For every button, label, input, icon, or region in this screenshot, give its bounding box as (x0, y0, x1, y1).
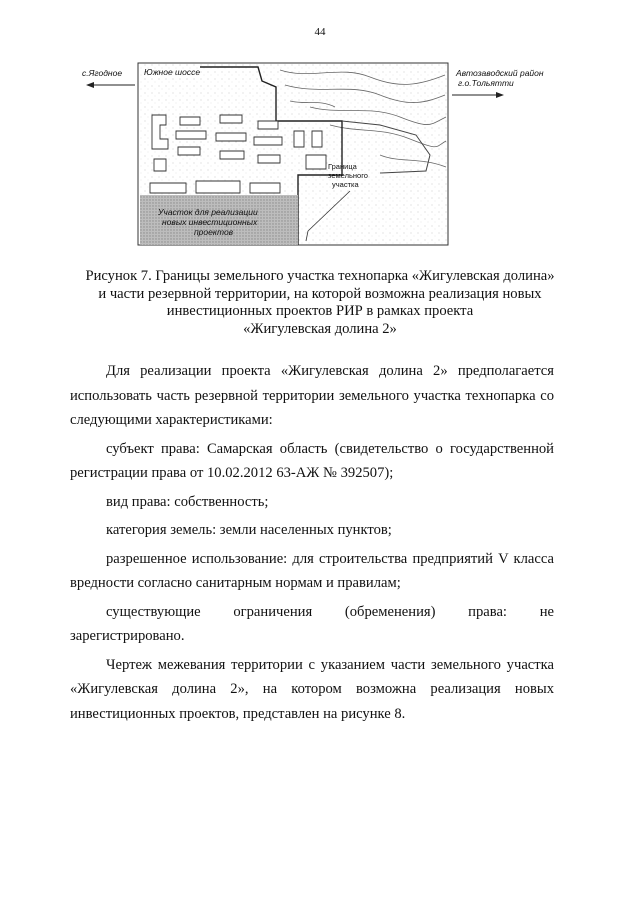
body-text: Для реализации проекта «Жигулевская доли… (70, 359, 554, 726)
figure-caption: Рисунок 7. Границы земельного участка те… (60, 268, 580, 338)
arrow-left-head (86, 82, 94, 88)
label-boundary-line-2: земельного (328, 171, 368, 180)
terrain-contours (279, 69, 447, 168)
boundary-leader-2 (305, 230, 309, 242)
caption-line-3: инвестиционных проектов РИР в рамках про… (166, 303, 474, 319)
paragraph-right-subject: субъект права: Самарская область (свидет… (70, 440, 554, 482)
label-boundary-line-1: Граница (328, 162, 358, 171)
plot-boundary-line-right (341, 120, 431, 174)
label-boundary-line-3: участка (332, 180, 359, 189)
label-yagodnoe: с.Ягодное (82, 68, 122, 78)
arrow-right-head (496, 92, 504, 98)
label-south-highway: Южное шоссе (144, 67, 200, 77)
caption-line-1: Рисунок 7. Границы земельного участка те… (85, 268, 555, 284)
label-avtozavodsky: Автозаводский район (455, 68, 544, 78)
boundary-leader (307, 190, 351, 232)
site-map-figure: с.Ягодное Южное шоссе Автозаводский райо… (80, 55, 560, 255)
label-plot-line-1: Участок для реализации (157, 207, 258, 217)
caption-line-2: и части резервной территории, на которой… (98, 285, 542, 302)
page-number: 44 (314, 26, 326, 38)
paragraph-restrictions: существующие ограничения (обременения) п… (70, 603, 554, 645)
label-plot-line-3: проектов (194, 227, 234, 237)
paragraph-right-type: вид права: собственность; (106, 493, 269, 510)
caption-line-4: «Жигулевская долина 2» (243, 320, 397, 337)
paragraph-land-category: категория земель: земли населенных пункт… (106, 522, 392, 538)
label-plot-line-2: новых инвестиционных (162, 217, 258, 227)
site-map: с.Ягодное Южное шоссе Автозаводский райо… (82, 62, 544, 246)
paragraph-permitted-use: разрешенное использование: для строитель… (70, 550, 554, 592)
building-footprints (149, 114, 327, 194)
label-togliatti: г.о.Тольятти (458, 78, 514, 88)
paragraph-survey-drawing: Чертеж межевания территории с указанием … (70, 656, 554, 722)
paragraph-intro: Для реализации проекта «Жигулевская доли… (70, 363, 554, 428)
investment-plot-area (140, 195, 298, 245)
